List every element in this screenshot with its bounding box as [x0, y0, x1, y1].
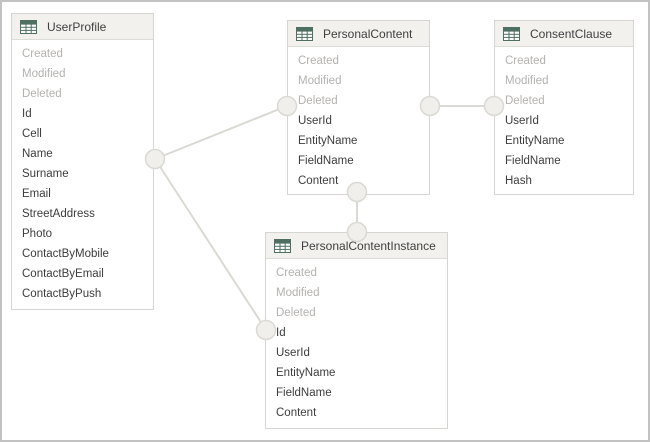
field-row[interactable]: Modified — [298, 75, 342, 87]
connector-handle[interactable] — [346, 221, 368, 243]
entity-personalcontent-header[interactable]: PersonalContent — [288, 21, 429, 47]
table-grid-icon — [20, 19, 37, 34]
field-row[interactable]: Cell — [22, 128, 42, 140]
connector-handle[interactable] — [483, 95, 505, 117]
table-grid-icon — [296, 26, 313, 41]
field-row[interactable]: EntityName — [505, 135, 565, 147]
field-row[interactable]: Name — [22, 148, 53, 160]
entity-consentclause-header[interactable]: ConsentClause — [495, 21, 633, 47]
entity-userprofile-header[interactable]: UserProfile — [12, 14, 153, 40]
field-row[interactable]: Photo — [22, 228, 53, 240]
relationship-line-userprofile-personalcontentinstance[interactable] — [154, 158, 267, 331]
field-row[interactable]: UserId — [298, 115, 332, 127]
entity-consentclause[interactable]: ConsentClause Created Modified Deleted U… — [494, 20, 634, 195]
entity-body: Created Modified Deleted UserId EntityNa… — [495, 47, 633, 194]
field-row[interactable]: Surname — [22, 168, 69, 180]
field-row[interactable]: Created — [505, 55, 546, 67]
table-grid-icon — [274, 238, 291, 253]
field-row[interactable]: ContactByPush — [22, 288, 102, 300]
entity-body: Created Modified Deleted UserId EntityNa… — [288, 47, 429, 194]
entity-title: PersonalContent — [323, 26, 413, 41]
field-row[interactable]: EntityName — [276, 367, 336, 379]
field-row[interactable]: Created — [298, 55, 339, 67]
field-row[interactable]: ContactByMobile — [22, 248, 109, 260]
field-row[interactable]: StreetAddress — [22, 208, 95, 220]
entity-userprofile[interactable]: UserProfile Created Modified Deleted Id … — [11, 13, 154, 310]
field-row[interactable]: Deleted — [505, 95, 545, 107]
field-row[interactable]: EntityName — [298, 135, 358, 147]
field-row[interactable]: FieldName — [298, 155, 354, 167]
field-row[interactable]: Modified — [276, 287, 320, 299]
field-row[interactable]: Modified — [505, 75, 549, 87]
field-row[interactable]: FieldName — [276, 387, 332, 399]
entity-personalcontent[interactable]: PersonalContent Created Modified Deleted… — [287, 20, 430, 195]
connector-handle[interactable] — [419, 95, 441, 117]
connector-handle[interactable] — [144, 148, 166, 170]
connector-handle[interactable] — [346, 181, 368, 203]
entity-personalcontentinstance[interactable]: PersonalContentInstance Created Modified… — [265, 232, 448, 429]
field-row[interactable]: Hash — [505, 175, 532, 187]
entity-title: ConsentClause — [530, 26, 613, 41]
field-row[interactable]: UserId — [505, 115, 539, 127]
entity-personalcontentinstance-header[interactable]: PersonalContentInstance — [266, 233, 447, 259]
connector-handle[interactable] — [276, 95, 298, 117]
entity-title: UserProfile — [47, 19, 107, 34]
field-row[interactable]: Deleted — [276, 307, 316, 319]
field-row[interactable]: ContactByEmail — [22, 268, 104, 280]
field-row[interactable]: Modified — [22, 68, 66, 80]
table-grid-icon — [503, 26, 520, 41]
field-row[interactable]: Id — [22, 108, 32, 120]
field-row[interactable]: Email — [22, 188, 51, 200]
field-row[interactable]: Content — [276, 407, 317, 419]
entity-body: Created Modified Deleted Id Cell Name Su… — [12, 40, 153, 309]
field-row[interactable]: Content — [298, 175, 339, 187]
field-row[interactable]: Deleted — [298, 95, 338, 107]
entity-title: PersonalContentInstance — [301, 238, 436, 253]
entity-body: Created Modified Deleted Id UserId Entit… — [266, 259, 447, 428]
field-row[interactable]: Created — [22, 48, 63, 60]
field-row[interactable]: Deleted — [22, 88, 62, 100]
field-row[interactable]: Created — [276, 267, 317, 279]
relationship-line-userprofile-personalcontent[interactable] — [154, 105, 288, 160]
field-row[interactable]: Id — [276, 327, 286, 339]
connector-handle[interactable] — [255, 319, 277, 341]
field-row[interactable]: UserId — [276, 347, 310, 359]
field-row[interactable]: FieldName — [505, 155, 561, 167]
